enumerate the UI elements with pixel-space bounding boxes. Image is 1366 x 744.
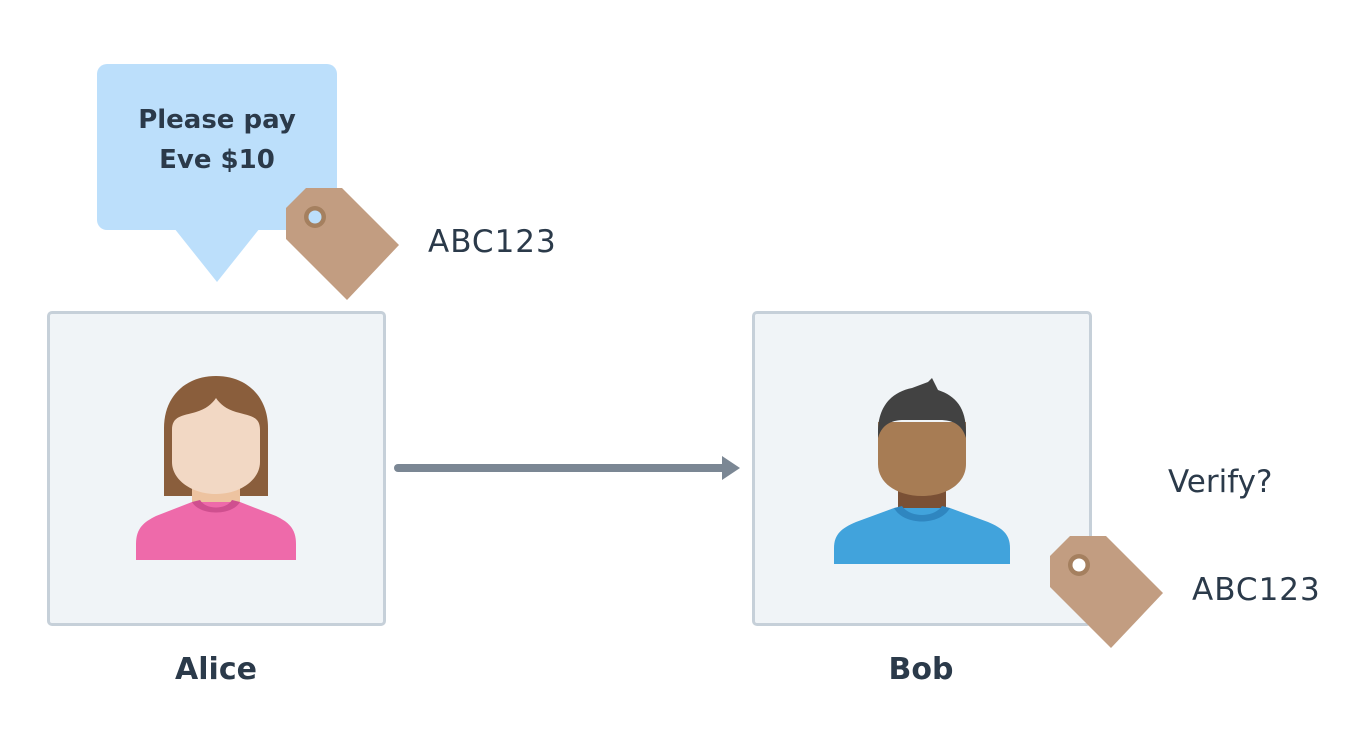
- arrow-right-icon: [394, 456, 740, 480]
- bubble-line-2: Eve $10: [159, 145, 275, 175]
- price-tag-icon: [286, 188, 399, 300]
- person-name-alice: Alice: [175, 652, 257, 687]
- speech-bubble-text: Please pay Eve $10: [97, 100, 337, 180]
- woman-avatar-icon: [136, 376, 296, 560]
- bubble-line-1: Please pay: [138, 105, 296, 135]
- speech-bubble-tail: [174, 228, 260, 282]
- price-tag-icon: [1050, 536, 1163, 648]
- man-avatar-icon: [834, 378, 1010, 564]
- tag-code-alice: ABC123: [428, 224, 557, 260]
- tag-code-bob: ABC123: [1192, 572, 1321, 608]
- person-name-bob: Bob: [888, 652, 954, 687]
- verify-label: Verify?: [1168, 464, 1273, 500]
